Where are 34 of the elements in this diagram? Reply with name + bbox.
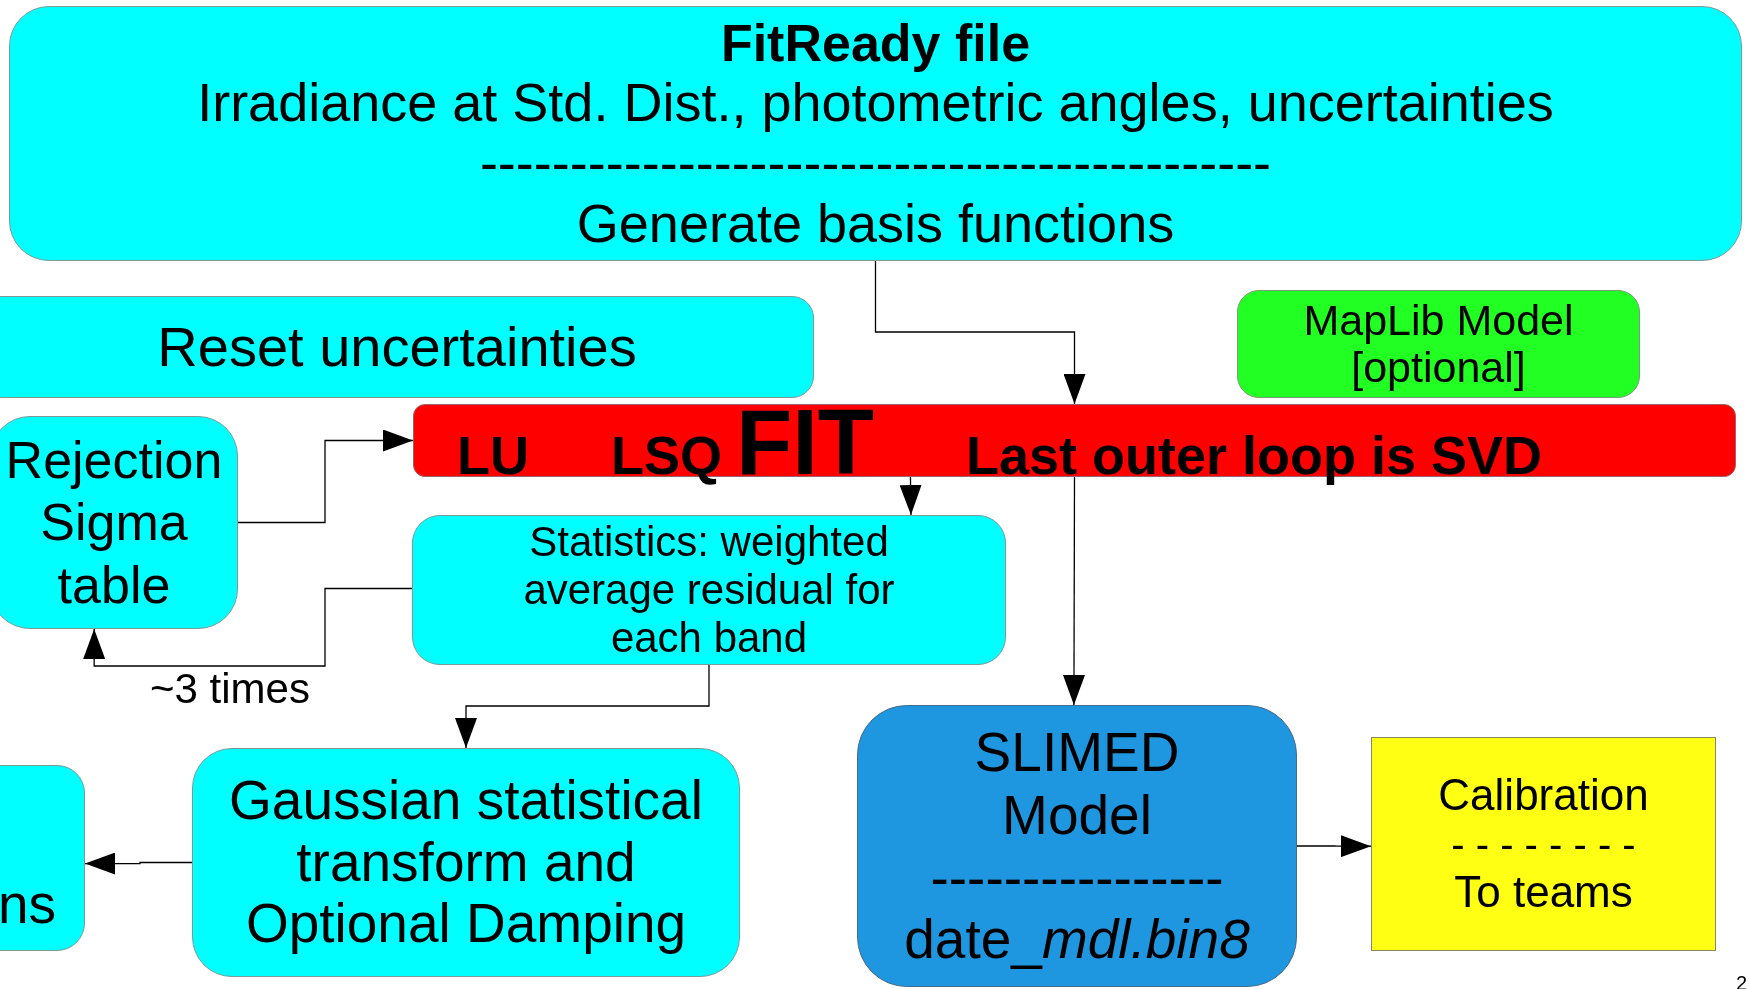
box-text: To teams (1454, 867, 1633, 918)
box-text: ns (0, 877, 56, 932)
box-text: SLIMED Model (973, 721, 1181, 848)
arrow (84, 852, 193, 875)
arrow (455, 664, 710, 749)
model-box (857, 705, 1297, 987)
process-box (0, 416, 238, 629)
process-box (9, 6, 1742, 261)
box-text: Gaussian statistical transform and Optional Damping (228, 770, 704, 955)
process-box (0, 296, 814, 398)
arrow (899, 476, 922, 516)
box-text: Reset uncertainties (157, 314, 637, 380)
box-text: -------------------------------------------- (479, 132, 1272, 193)
output-box (1371, 737, 1716, 951)
model-box (1237, 290, 1640, 398)
box-text: FIT (736, 396, 874, 488)
box-text: Generate basis functions (576, 192, 1175, 254)
arrow (237, 429, 414, 524)
box-title: FitReady file (720, 13, 1031, 72)
box-text: MapLib Model [optional] (1302, 296, 1575, 392)
box-text: Statistics: weighted average residual for each band (522, 517, 896, 663)
process-box (412, 515, 1006, 665)
arrow (1296, 835, 1372, 858)
process-box (192, 748, 740, 977)
arrow (83, 587, 413, 667)
box-title: LU (457, 428, 529, 482)
box-text: date_ (904, 909, 1042, 971)
box-text: ---------------- (930, 847, 1224, 910)
arrow (874, 260, 1086, 405)
box-text: Irradiance at Std. Dist., photometric angles, uncertainties (197, 71, 1554, 133)
box-title: Calibration (1438, 770, 1649, 821)
box-text: Rejection Sigma table (4, 429, 224, 616)
arrow (1063, 476, 1085, 706)
box-text: - - - - - - - - (1451, 821, 1636, 867)
